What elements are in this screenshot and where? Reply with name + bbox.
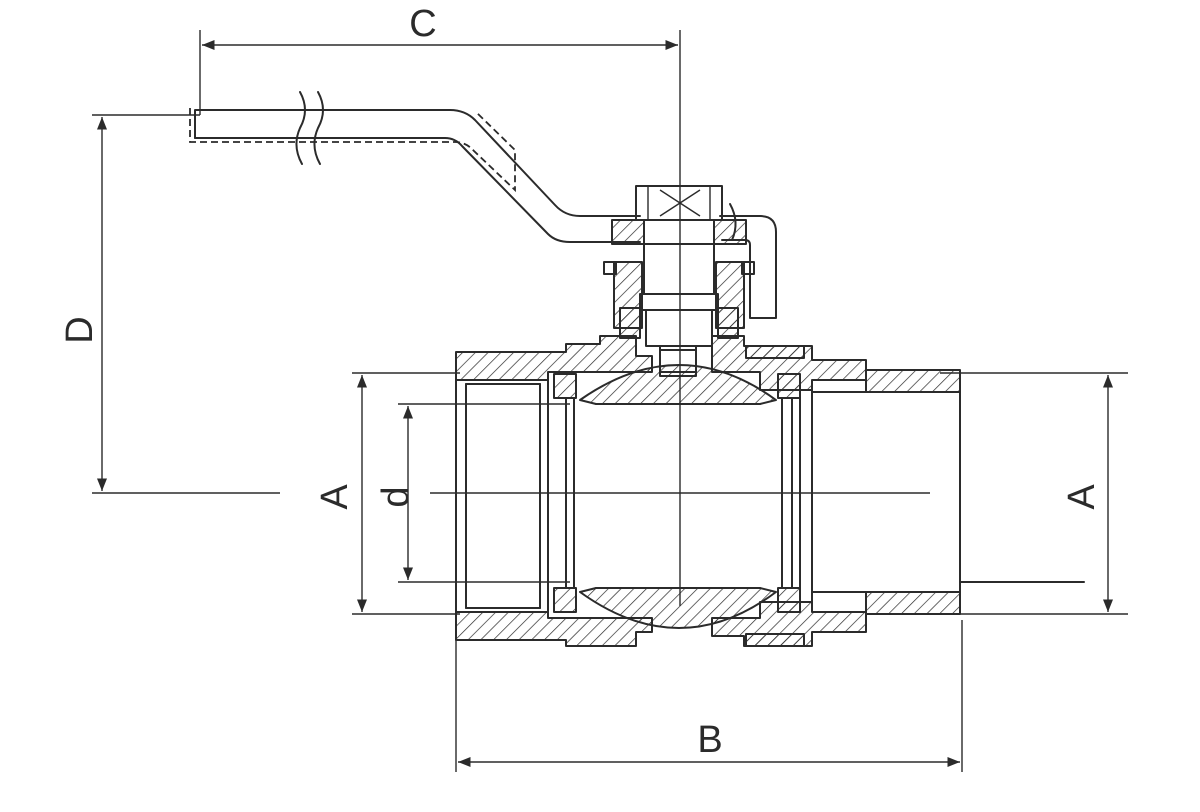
dimension-label-a-left: A <box>314 484 356 510</box>
valve-body <box>455 335 1085 647</box>
dimension-b: B <box>455 620 963 772</box>
dimension-label-d: D <box>59 316 101 343</box>
dimension-label-c: C <box>409 3 436 45</box>
dimension-label-a-right: A <box>1061 484 1103 510</box>
handle-lever <box>189 91 777 319</box>
stem-assembly <box>603 185 755 373</box>
dimension-label-d-bore: d <box>375 486 417 507</box>
dimension-a-left: A <box>314 372 460 615</box>
dimension-d-bore: d <box>375 403 570 583</box>
dimension-label-b: B <box>697 719 722 761</box>
dimension-d: D <box>59 114 280 494</box>
dimension-a-right: A <box>940 372 1128 615</box>
dimension-c: C <box>199 3 681 200</box>
center-lines <box>430 200 930 606</box>
